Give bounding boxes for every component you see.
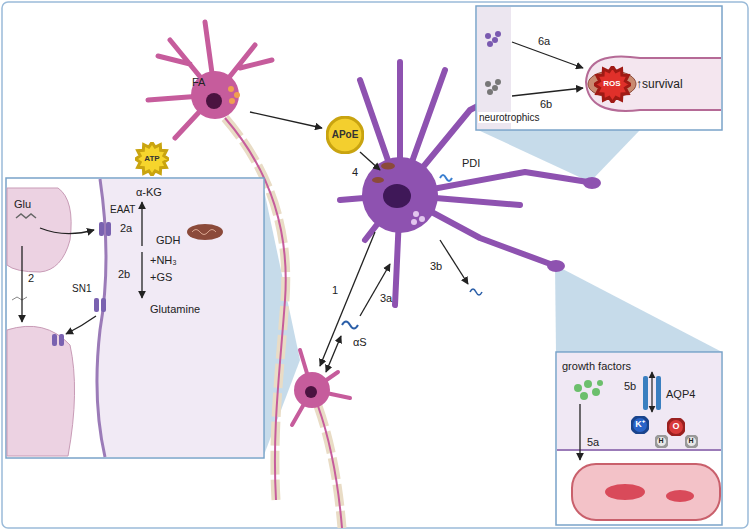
label: 6a [538, 35, 550, 47]
node-outline [655, 435, 667, 447]
label: +GS [150, 271, 172, 283]
star-badge: ATP [135, 142, 169, 176]
label: 2 [28, 272, 34, 284]
label: 1 [332, 284, 338, 296]
star-badge: ROS [594, 66, 631, 103]
label: 2b [118, 268, 130, 280]
vascular-inset [556, 352, 722, 525]
node-outline [327, 117, 363, 153]
label: ↑survival [636, 78, 683, 91]
label: 4 [352, 166, 358, 178]
node-text: ATP [144, 155, 159, 163]
node-outline [135, 142, 168, 175]
label: 2a [120, 222, 132, 234]
pathway-arrows [250, 112, 468, 372]
node-outline [668, 419, 685, 436]
node-text: APoE [332, 130, 359, 141]
circle-node: K⁺ [631, 416, 649, 434]
label: αS [353, 336, 367, 348]
label: GDH [156, 234, 180, 246]
label: FA [192, 76, 205, 88]
circle-node: APoE [326, 116, 364, 154]
node-outline [594, 66, 630, 102]
label: Glutamine [150, 303, 200, 315]
label: neurotrophics [478, 112, 541, 123]
neurotrophic-inset [476, 6, 722, 130]
label: PDI [462, 157, 480, 169]
node-text: H [658, 437, 663, 444]
label: Glu [14, 198, 31, 210]
node-outline [632, 417, 649, 434]
node-text: H [688, 437, 693, 444]
label: 5b [624, 380, 636, 392]
label: α-KG [136, 186, 162, 198]
label: +NH₃ [150, 254, 177, 266]
circle-node: O [667, 418, 685, 436]
label: 5a [587, 436, 599, 448]
alpha-synuclein [342, 322, 358, 329]
label: EAAT [110, 204, 135, 215]
circle-node: H [655, 435, 668, 448]
node-text: O [672, 422, 679, 431]
circle-node: H [685, 435, 698, 448]
label: SN1 [72, 283, 91, 294]
label: growth factors [562, 360, 631, 372]
label: 3b [430, 260, 442, 272]
glutamate-inset [6, 178, 264, 458]
label: 6b [540, 98, 552, 110]
label: 3a [380, 292, 392, 304]
node-text: K⁺ [635, 420, 645, 429]
node-text: ROS [603, 80, 620, 88]
node-outline [685, 435, 697, 447]
label: AQP4 [666, 388, 695, 400]
